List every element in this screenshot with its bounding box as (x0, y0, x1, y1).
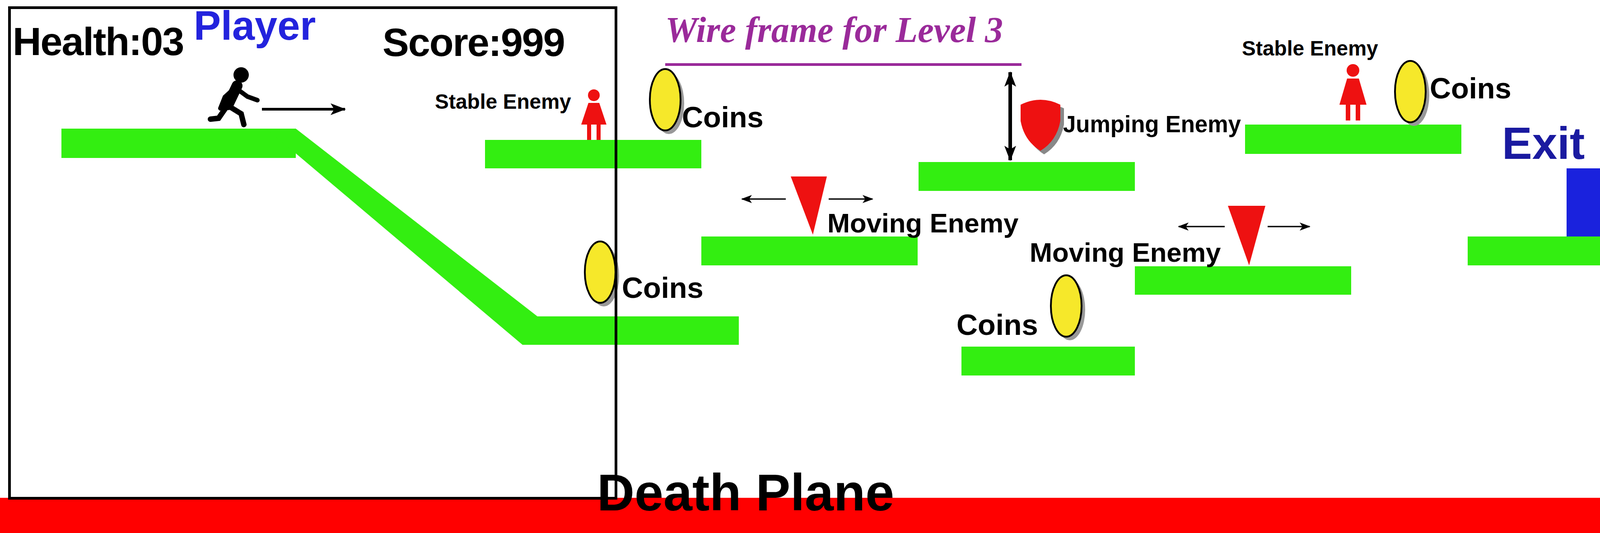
coins (584, 60, 1430, 341)
coin (649, 69, 681, 131)
health-counter: Health:03 (12, 19, 184, 64)
moving-enemy-icon (790, 176, 827, 235)
platform (1134, 266, 1352, 295)
exit-door (1566, 168, 1600, 237)
stable-enemy-icon (1339, 64, 1367, 121)
coin (1394, 60, 1426, 123)
move-arrow (1178, 226, 1225, 228)
exit-label: Exit (1502, 118, 1585, 168)
coin-label: Coins (956, 308, 1039, 342)
death-plane-label: Death Plane (597, 464, 895, 522)
move-arrow (828, 198, 873, 201)
direction-arrow (261, 107, 346, 111)
enemy-label: Stable Enemy (1241, 37, 1379, 61)
title-underline (665, 63, 1022, 66)
stable-enemy-icon (581, 89, 607, 140)
coin (584, 241, 616, 304)
platforms (61, 124, 1600, 376)
platform (522, 316, 739, 346)
moving-enemy-icon (1227, 205, 1266, 266)
coin-label: Coins (681, 101, 764, 134)
platform (918, 162, 1135, 192)
player-figure (210, 67, 258, 125)
camera-viewport: Health:03Player Score:999 (8, 6, 618, 500)
player-label: Player (193, 3, 316, 49)
jumping-enemy-icon (1020, 99, 1061, 151)
level-title: Wire frame for Level 3 (665, 9, 1003, 50)
score-counter: Score:999 (382, 20, 565, 65)
enemy-label: Stable Enemy (434, 90, 572, 114)
platform (1467, 236, 1600, 266)
platform (1245, 124, 1462, 154)
platform (961, 346, 1135, 376)
jump-arrow (1008, 112, 1013, 161)
coin (1050, 275, 1082, 337)
enemy-label: Moving Enemy (827, 208, 1019, 239)
enemy-label: Jumping Enemy (1063, 111, 1241, 138)
platform (485, 139, 702, 169)
jump-arrow (1008, 72, 1013, 113)
move-arrow (1267, 226, 1310, 228)
enemy-label: Moving Enemy (1029, 237, 1221, 268)
coin-label: Coins (621, 271, 704, 305)
platform (701, 236, 918, 266)
coin-label: Coins (1429, 72, 1512, 105)
platform (61, 128, 296, 159)
move-arrow (741, 198, 786, 201)
